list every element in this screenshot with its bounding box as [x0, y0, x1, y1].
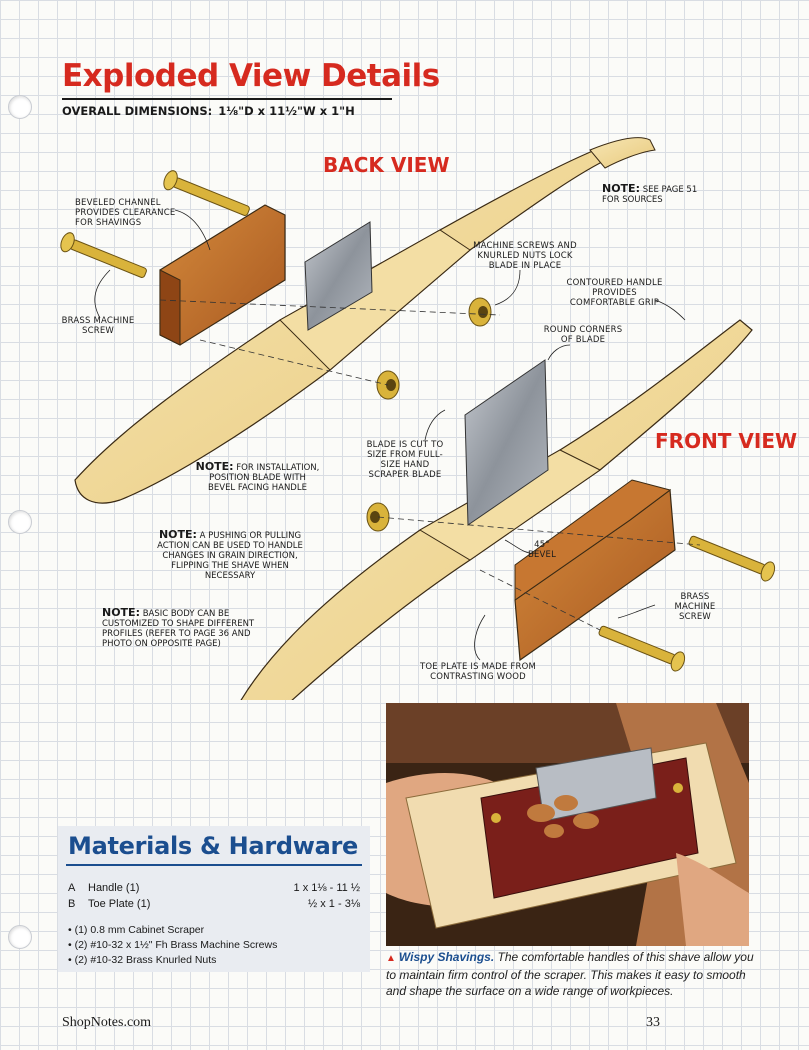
page-title: Exploded View Details — [62, 58, 440, 94]
part-dims: 1 x 1⅛ - 11 ½ — [293, 882, 360, 894]
caption-marker: ▲ — [386, 953, 396, 964]
materials-rule — [66, 864, 362, 866]
exploded-view-diagram — [60, 137, 776, 700]
callout-machine-screws: MACHINE SCREWS AND KNURLED NUTS LOCK BLA… — [473, 241, 577, 271]
title-rule — [62, 98, 392, 100]
note-label: NOTE: — [158, 528, 197, 541]
back-knurled-nut-1 — [468, 297, 492, 327]
binder-hole — [8, 510, 32, 534]
overall-dimensions: OVERALL DIMENSIONS: 1⅛"D x 11½"W x 1"H — [62, 104, 355, 118]
leader-lines — [94, 209, 686, 661]
note-pushing-text: A PUSHING OR PULLING ACTION CAN BE USED … — [157, 531, 303, 581]
callout-brass-screw-back: BRASS MACHINE SCREW — [61, 316, 135, 336]
note-pushing: NOTE: A PUSHING OR PULLING ACTION CAN BE… — [150, 528, 310, 581]
callout-bevel: 45° BEVEL — [527, 540, 557, 560]
back-toe-plate-face — [159, 269, 181, 346]
dimensions-value: 1⅛"D x 11½"W x 1"H — [218, 104, 355, 118]
callout-toe-plate: TOE PLATE IS MADE FROM CONTRASTING WOOD — [419, 662, 537, 682]
back-handle-right — [589, 137, 656, 169]
caption-text: The comfortable handles of this shave al… — [386, 950, 754, 998]
front-blade — [464, 359, 549, 526]
back-handle-top — [279, 229, 471, 371]
callout-contoured-handle: CONTOURED HANDLE PROVIDES COMFORTABLE GR… — [566, 278, 663, 308]
front-view-title: FRONT VIEW — [655, 429, 798, 453]
note-basic-body-text: BASIC BODY CAN BE CUSTOMIZED TO SHAPE DI… — [102, 609, 255, 649]
part-key: B — [68, 898, 76, 910]
note-basic-body: NOTE: BASIC BODY CAN BE CUSTOMIZED TO SH… — [102, 606, 262, 649]
hardware-item: • (1) 0.8 mm Cabinet Scraper — [68, 924, 205, 936]
callout-blade-cut: BLADE IS CUT TO SIZE FROM FULL-SIZE HAND… — [366, 440, 444, 480]
back-knurled-nut-2 — [376, 370, 400, 400]
callout-beveled-channel: BEVELED CHANNEL PROVIDES CLEARANCE FOR S… — [75, 198, 176, 228]
materials-title: Materials & Hardware — [68, 832, 359, 860]
binder-hole — [8, 95, 32, 119]
note-label: NOTE: — [602, 182, 640, 195]
page-number: 33 — [646, 1015, 660, 1030]
note-installation: NOTE: FOR INSTALLATION, POSITION BLADE W… — [195, 460, 320, 493]
part-dims: ½ x 1 - 3⅛ — [308, 898, 360, 910]
note-sources-text: SEE PAGE 51 FOR SOURCES — [602, 185, 698, 205]
back-brass-screw-top — [163, 170, 250, 216]
part-name: Toe Plate (1) — [88, 898, 151, 910]
note-label: NOTE: — [102, 606, 140, 619]
back-blade — [304, 221, 373, 331]
front-brass-screw-1 — [688, 535, 776, 582]
photo-caption: ▲Wispy Shavings. The comfortable handles… — [386, 949, 756, 999]
part-row: A Handle (1) 1 x 1⅛ - 11 ½ — [68, 882, 360, 896]
front-toe-plate-top — [514, 479, 672, 601]
back-brass-screw — [60, 232, 147, 278]
wispy-shavings-photo — [386, 703, 749, 946]
part-name: Handle (1) — [88, 882, 140, 894]
caption-heading: Wispy Shavings. — [398, 950, 495, 964]
dimensions-label: OVERALL DIMENSIONS: — [62, 104, 213, 118]
note-sources: NOTE: SEE PAGE 51 FOR SOURCES — [602, 182, 702, 205]
binder-hole — [8, 925, 32, 949]
note-installation-text: FOR INSTALLATION, POSITION BLADE WITH BE… — [208, 463, 320, 493]
hardware-item: • (2) #10-32 Brass Knurled Nuts — [68, 954, 217, 966]
materials-box: Materials & Hardware A Handle (1) 1 x 1⅛… — [58, 826, 370, 972]
note-label: NOTE: — [195, 460, 234, 473]
part-key: A — [68, 882, 76, 894]
callout-brass-screw-front: BRASS MACHINE SCREW — [674, 592, 716, 622]
hardware-item: • (2) #10-32 x 1½" Fh Brass Machine Scre… — [68, 939, 278, 951]
callout-round-corners: ROUND CORNERS OF BLADE — [543, 325, 623, 345]
part-row: B Toe Plate (1) ½ x 1 - 3⅛ — [68, 898, 360, 912]
front-brass-screw-2 — [598, 625, 686, 672]
footer-site: ShopNotes.com — [62, 1015, 152, 1030]
assembly-lines — [159, 299, 701, 631]
back-view-title: BACK VIEW — [323, 153, 450, 177]
